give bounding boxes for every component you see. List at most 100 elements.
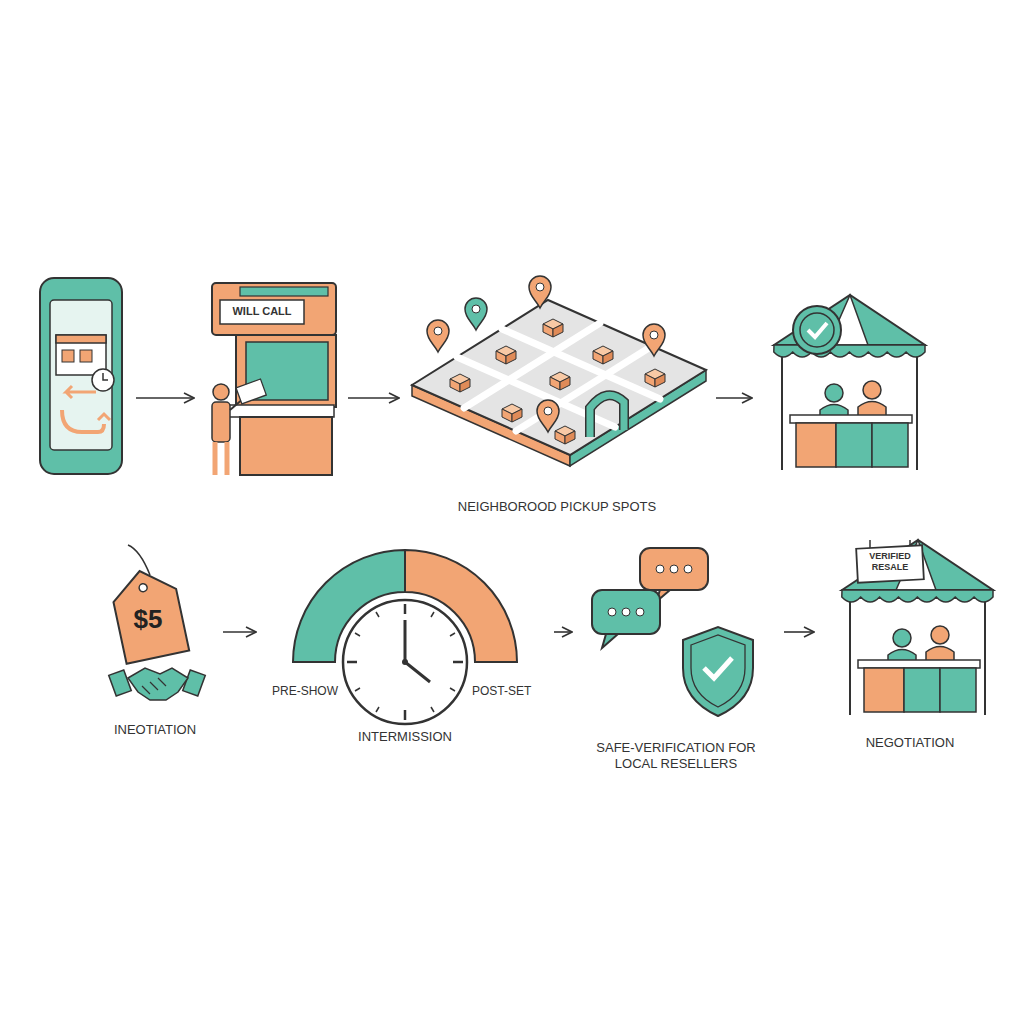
timing-gauge <box>431 707 434 712</box>
phone-icon <box>50 300 112 450</box>
resale-tent <box>842 540 993 715</box>
stage-label: PRE-SHOW <box>266 684 338 699</box>
will-call-booth <box>212 283 336 475</box>
stage-node: WILL CALL <box>200 275 342 480</box>
timing-gauge <box>355 633 360 636</box>
price-tag <box>138 583 147 592</box>
neighborhood-map <box>496 346 516 364</box>
resale-tent <box>869 540 871 548</box>
timing-gauge <box>347 604 463 720</box>
will-call-booth <box>212 283 336 335</box>
handshake-icon <box>109 670 132 696</box>
will-call-booth <box>212 402 230 442</box>
timing-gauge <box>431 612 434 617</box>
phone-icon <box>62 410 104 432</box>
stage-label: $5 <box>118 603 178 636</box>
handshake-icon <box>109 668 206 700</box>
neighborhood-map <box>593 346 613 364</box>
chat-shield-icon <box>704 658 732 678</box>
will-call-booth <box>226 405 334 417</box>
verified-tent <box>793 306 841 354</box>
timing-gauge <box>450 633 455 636</box>
timing-gauge <box>453 661 463 664</box>
phone-icon <box>98 414 110 420</box>
price-tag <box>108 564 189 663</box>
timing-gauge <box>402 659 408 665</box>
phone-icon <box>92 369 114 391</box>
neighborhood-map <box>643 324 665 356</box>
flow-arrow <box>554 631 572 633</box>
verified-tent <box>774 295 925 470</box>
neighborhood-map <box>590 395 624 437</box>
stage-label: SAFE-VERIFICATION FOR LOCAL RESELLERS <box>594 740 759 773</box>
stage-node: SAFE-VERIFICATION FOR LOCAL RESELLERS <box>578 540 778 782</box>
will-call-booth <box>240 287 328 296</box>
stage-label: INEOTIATION <box>96 722 214 738</box>
timing-gauge <box>404 710 407 720</box>
timing-gauge <box>355 688 360 691</box>
chat-shield-icon <box>602 634 618 648</box>
will-call-booth <box>220 300 304 324</box>
chat-shield-icon <box>592 548 753 716</box>
will-call-booth <box>240 417 332 475</box>
stage-node: PRE-SHOW POST-SET INTERMISSION <box>262 545 548 750</box>
stage-label: POST-SET <box>472 684 544 699</box>
timing-gauge <box>450 688 455 691</box>
neighborhood-map <box>555 426 575 444</box>
stage-label: VERIFIED RESALE <box>859 551 921 574</box>
verified-tent <box>800 313 834 347</box>
price-tag <box>108 545 189 664</box>
neighborhood-map <box>412 276 706 466</box>
flow-arrow <box>136 397 194 399</box>
timing-gauge <box>347 661 357 664</box>
timing-gauge <box>404 604 407 614</box>
chat-shield-icon <box>636 608 644 616</box>
handshake-icon <box>128 668 188 700</box>
phone-icon <box>80 350 92 362</box>
stage-label: INTERMISSION <box>335 729 475 745</box>
neighborhood-map <box>645 369 665 387</box>
resale-tent <box>856 545 924 582</box>
handshake-icon <box>183 670 206 696</box>
timing-gauge <box>376 612 379 617</box>
will-call-booth <box>215 442 227 475</box>
timing-gauge <box>343 600 467 724</box>
flow-arrow <box>223 631 256 633</box>
neighborhood-map <box>537 400 559 432</box>
timing-gauge <box>404 620 407 662</box>
handshake-icon <box>142 678 166 694</box>
neighborhood-map <box>457 323 660 431</box>
neighborhood-map <box>465 298 487 330</box>
phone-icon <box>56 335 106 375</box>
will-call-booth <box>236 335 336 407</box>
neighborhood-map <box>543 319 563 337</box>
stage-label: NEGOTIATION <box>845 735 975 751</box>
resale-tent <box>842 540 993 715</box>
flow-arrow <box>348 397 399 399</box>
neighborhood-map <box>412 300 706 455</box>
chat-shield-icon <box>640 548 708 590</box>
timing-gauge <box>355 612 455 712</box>
stage-node: VERIFIED RESALE NEGOTIATION <box>820 530 1012 755</box>
timing-gauge <box>405 662 430 682</box>
phone-icon <box>66 386 96 398</box>
stage-label: WILL CALL <box>221 305 303 319</box>
neighborhood-map <box>427 320 449 352</box>
stage-node: NEIGHBOROOD PICKUP SPOTS <box>405 270 710 520</box>
timing-gauge <box>376 707 379 712</box>
neighborhood-map <box>590 395 624 437</box>
chat-shield-icon <box>670 565 678 573</box>
price-tag <box>108 564 189 663</box>
phone-icon <box>62 350 74 362</box>
stage-node: $5INEOTIATION <box>92 535 217 745</box>
chat-shield-icon <box>592 590 660 634</box>
flow-arrow <box>784 631 814 633</box>
phone-icon <box>40 278 122 474</box>
flow-arrow <box>716 397 752 399</box>
neighborhood-map <box>450 374 470 392</box>
verified-tent <box>808 323 827 337</box>
chat-shield-icon <box>691 635 745 707</box>
chat-shield-icon <box>622 608 630 616</box>
stage-node <box>758 285 940 480</box>
